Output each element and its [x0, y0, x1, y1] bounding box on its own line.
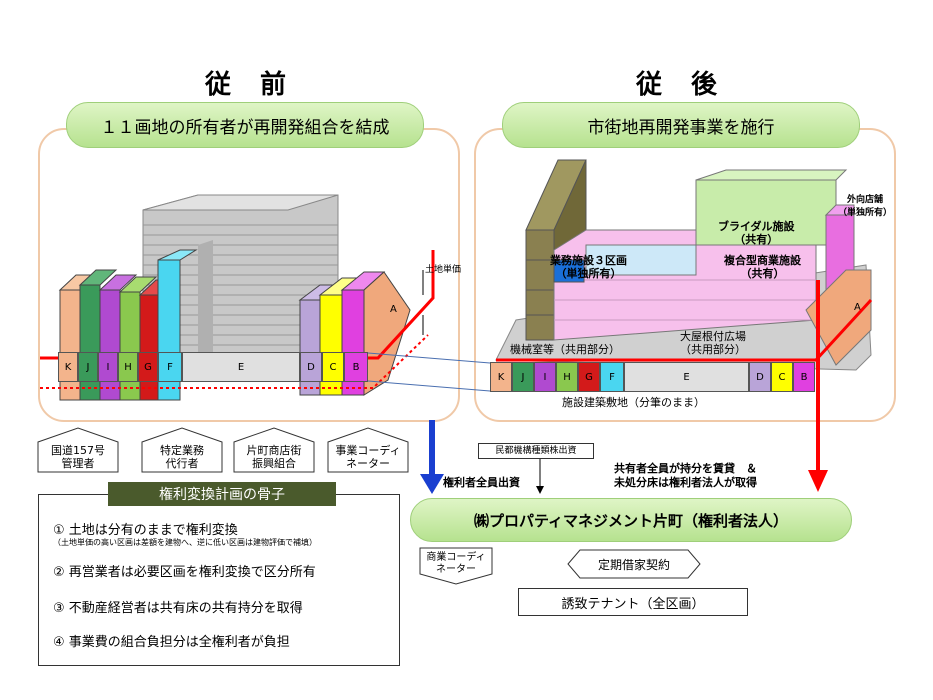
company-banner: ㈱プロパティマネジメント片町（権利者法人） — [410, 498, 852, 542]
after-seg-I: I — [534, 362, 556, 392]
before-seg-E: E — [182, 352, 300, 382]
after-seg-E: E — [624, 362, 749, 392]
stakeholder-label: 事業コーディ ネーター — [335, 444, 401, 470]
tenants-box: 誘致テナント（全区画） — [518, 588, 748, 616]
after-seg-D: D — [749, 362, 771, 392]
co-owners-label: 共有者全員が持分を賃貸 ＆ 未処分床は権利者法人が取得 — [614, 462, 757, 489]
stakeholder-label: 片町商店街 振興組合 — [246, 444, 302, 470]
lease-arrow: 定期借家契約 — [566, 548, 702, 582]
stakeholder-shopping-assoc: 片町商店街 振興組合 — [232, 426, 316, 474]
after-illustration: A — [495, 159, 873, 371]
after-seg-J: J — [512, 362, 534, 392]
stakeholder-label: 国道157号 管理者 — [51, 444, 105, 470]
outer-shop-label: 外向店舗 （単独所有） — [838, 195, 893, 218]
after-banner: 市街地再開発事業を施行 — [502, 102, 860, 148]
stakeholder-label: 特定業務 代行者 — [160, 444, 204, 470]
after-seg-G: G — [578, 362, 600, 392]
private-finance-box: 民都機構種類株出資 — [478, 443, 594, 459]
after-base-strip: K J I H G F E D C B — [490, 362, 815, 392]
bridal-label: ブライダル施設 （共有） — [718, 220, 795, 246]
before-seg-K: K — [58, 352, 78, 382]
before-seg-J: J — [78, 352, 98, 382]
before-seg-D: D — [300, 352, 322, 382]
plan-item-2: ② 再営業者は必要区画を権利変換で区分所有 — [53, 565, 316, 580]
stakeholder-agent: 特定業務 代行者 — [140, 426, 224, 474]
site-label: 施設建築敷地（分筆のまま） — [562, 396, 705, 409]
before-seg-I: I — [98, 352, 118, 382]
stakeholder-coordinator: 事業コーディ ネーター — [326, 426, 410, 474]
plan-item-4: ④ 事業費の組合負担分は全権利者が負担 — [53, 635, 290, 650]
after-seg-C: C — [771, 362, 793, 392]
commercial-coordinator: 商業コーディ ネーター — [418, 546, 494, 586]
before-title: 従 前 — [205, 70, 297, 100]
before-seg-G: G — [138, 352, 158, 382]
after-seg-F: F — [600, 362, 624, 392]
after-seg-H: H — [556, 362, 578, 392]
before-seg-B: B — [344, 352, 368, 382]
business-label: 業務施設３区画 （単独所有） — [550, 254, 627, 280]
after-title: 従 後 — [636, 70, 728, 100]
plan-header: 権利変換計画の骨子 — [108, 482, 336, 506]
land-price-label: 土地単価 — [425, 265, 462, 275]
plan-item-3: ③ 不動産経営者は共有床の共有持分を取得 — [53, 601, 303, 616]
coordinator-label: 商業コーディ ネーター — [426, 552, 486, 575]
roof-label: 大屋根付広場 （共用部分） — [680, 330, 746, 356]
before-base-strip: K J I H G F E D C B — [58, 352, 368, 382]
lease-label: 定期借家契約 — [597, 558, 670, 572]
after-seg-B: B — [793, 362, 815, 392]
svg-text:A: A — [854, 302, 861, 313]
before-seg-F: F — [158, 352, 182, 382]
plan-note: （土地単価の高い区画は差額を建物へ、逆に低い区画は建物評価で補填） — [53, 538, 317, 547]
complex-label: 複合型商業施設 （共有） — [724, 254, 801, 280]
before-banner: １１画地の所有者が再開発組合を結成 — [66, 102, 424, 148]
all-rights-label: 権利者全員出資 — [443, 476, 520, 489]
after-seg-K: K — [490, 362, 512, 392]
stakeholder-road-admin: 国道157号 管理者 — [36, 426, 120, 474]
plan-item-1: ① 土地は分有のままで権利変換 — [53, 523, 238, 538]
before-segment-A-label: A — [390, 304, 397, 315]
before-seg-C: C — [322, 352, 344, 382]
before-seg-H: H — [118, 352, 138, 382]
plan-box: ① 土地は分有のままで権利変換 （土地単価の高い区画は差額を建物へ、逆に低い区画… — [38, 494, 400, 666]
machine-label: 機械室等（共用部分） — [510, 343, 620, 356]
